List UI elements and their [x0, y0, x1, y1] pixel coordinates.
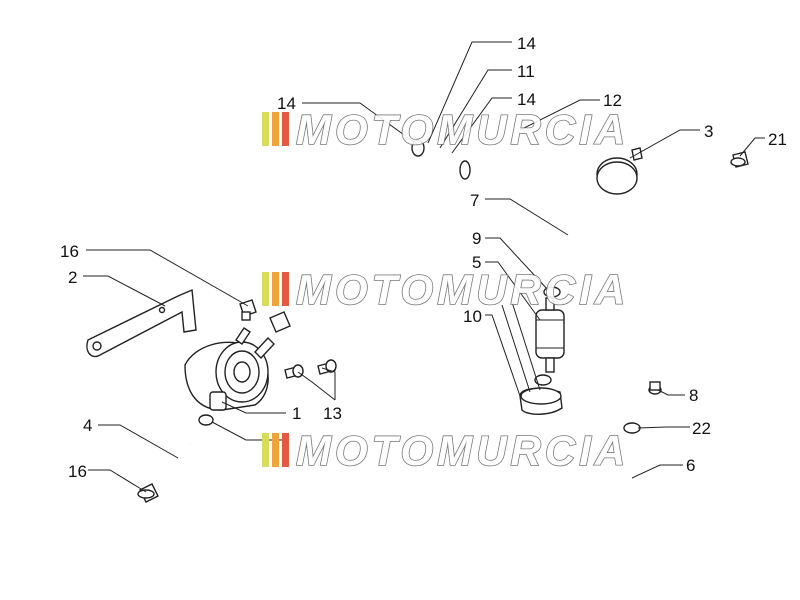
watermark-text: MOTOMURCIA [296, 266, 629, 313]
hose-6 [533, 427, 637, 505]
callout-labels: 14 14 11 14 12 3 21 7 9 5 10 16 2 1 13 4… [60, 34, 787, 481]
callout-22: 22 [692, 419, 711, 438]
callout-14-left: 14 [277, 94, 296, 113]
callout-16-upper: 16 [60, 242, 79, 261]
fuel-filter-5 [534, 286, 565, 386]
watermark-stripe-3 [282, 433, 289, 467]
callout-14-top: 14 [517, 34, 536, 53]
leader-lines [83, 41, 765, 493]
watermark-middle: MOTOMURCIA [262, 265, 629, 314]
watermark-stripe-2 [272, 112, 279, 146]
screw-13-a [284, 364, 304, 379]
callout-4: 4 [83, 416, 92, 435]
hose-clamp-14 [411, 139, 471, 180]
callout-13: 13 [323, 404, 342, 423]
watermark-stripe-1 [262, 272, 269, 306]
hose-7 [281, 155, 583, 332]
bracket-2 [86, 288, 197, 358]
watermark-text: MOTOMURCIA [296, 427, 629, 474]
watermark-stripe-2 [272, 433, 279, 467]
fitting-21 [730, 151, 749, 168]
watermark-bottom: MOTOMURCIA [262, 426, 629, 475]
screw-13-b [317, 359, 337, 375]
watermark-top: MOTOMURCIA [262, 105, 629, 154]
fitting-hose-joint [269, 311, 291, 333]
watermark-text: MOTOMURCIA [296, 106, 629, 153]
bolt-8 [648, 381, 662, 395]
callout-16-lower: 16 [68, 462, 87, 481]
callout-14-mid: 14 [517, 90, 536, 109]
watermark-stripe-1 [262, 433, 269, 467]
watermark-stripe-2 [272, 272, 279, 306]
callout-8: 8 [689, 386, 698, 405]
callout-10: 10 [463, 307, 482, 326]
callout-12: 12 [603, 91, 622, 110]
callout-3: 3 [704, 122, 713, 141]
clamp-pump-outlet [198, 414, 214, 426]
callout-1: 1 [292, 404, 301, 423]
watermark-stripe-1 [262, 112, 269, 146]
callout-9: 9 [472, 229, 481, 248]
watermark-stripe-3 [282, 112, 289, 146]
clamp-3 [596, 147, 643, 195]
callout-11: 11 [517, 62, 535, 81]
callout-5: 5 [472, 253, 481, 272]
callout-2: 2 [68, 268, 77, 287]
hose-14 [278, 147, 418, 314]
callout-6: 6 [686, 456, 695, 475]
watermark-stripe-3 [282, 272, 289, 306]
callout-21: 21 [768, 130, 787, 149]
fitting-16-lower [137, 483, 159, 503]
fuel-pump-1 [184, 327, 275, 411]
hose-4 [152, 440, 194, 484]
callout-7: 7 [470, 191, 479, 210]
bracket-10 [501, 301, 563, 415]
